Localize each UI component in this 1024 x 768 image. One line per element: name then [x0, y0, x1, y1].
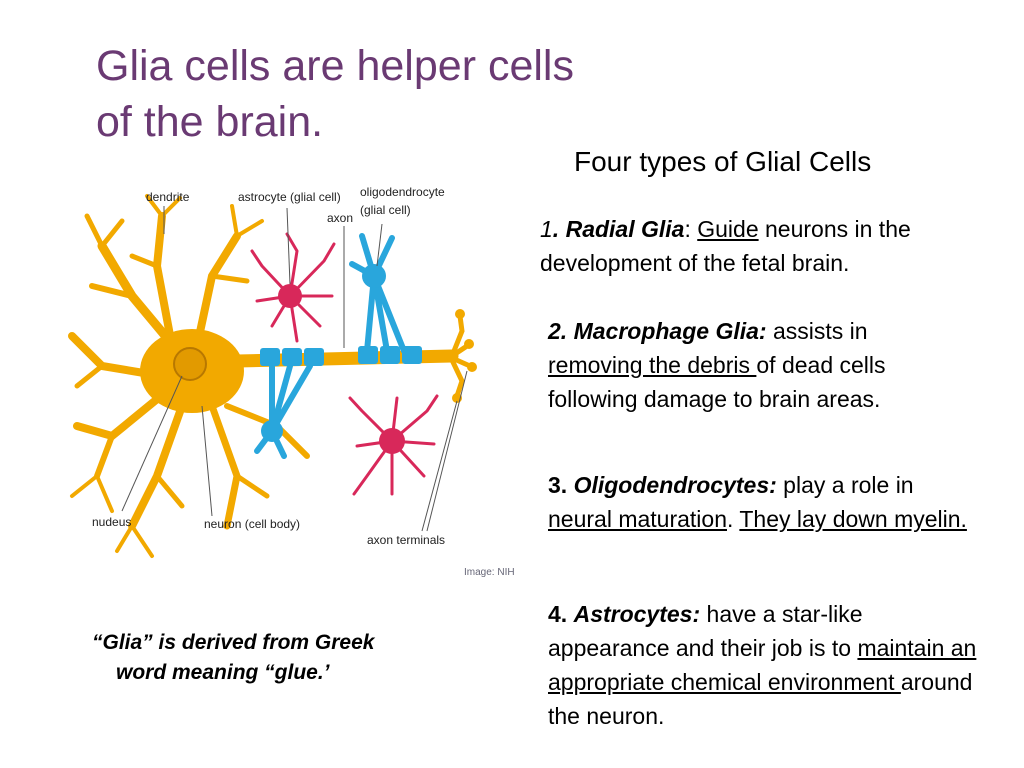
oligodendrocyte-cell [349, 233, 407, 354]
title-line-1: Glia cells are helper cells [96, 42, 574, 90]
title-line-2: of the brain. [96, 98, 324, 146]
astrocyte-cell [250, 232, 336, 343]
item-macrophage-glia: 2. Macrophage Glia: assists in removing … [548, 318, 886, 412]
item-underline-2: They lay down myelin. [739, 506, 967, 532]
item-name: Oligodendrocytes: [573, 472, 777, 498]
item-name: 2. Macrophage Glia: [548, 318, 767, 344]
item-radial-glia: 1. Radial Glia: Guide neurons in the dev… [540, 216, 911, 276]
astrocyte-cell-2 [348, 394, 439, 496]
image-credit: Image: NIH [464, 567, 515, 578]
myelin-sheaths [260, 346, 422, 366]
item-underline: removing the debris [548, 352, 757, 378]
label-oligodendrocyte-2: (glial cell) [360, 203, 411, 217]
item-underline: neural maturation [548, 506, 727, 532]
item-name: Radial Glia [565, 216, 685, 242]
label-axon-terminals: axon terminals [367, 533, 445, 547]
label-axon: axon [327, 211, 353, 225]
item-name: Astrocytes: [573, 601, 701, 627]
item-underline: Guide [697, 216, 759, 242]
oligodendrocyte-cell-2 [254, 363, 313, 459]
neuron-glia-diagram: dendrite astrocyte (glial cell) oligoden… [62, 176, 518, 578]
nucleus [173, 347, 207, 381]
glia-etymology-quote: “Glia” is derived from Greek word meanin… [92, 631, 375, 684]
item-number: 1. Radial Glia [540, 216, 685, 242]
item-astrocytes: 4. Astrocytes: have a star-like appearan… [548, 601, 977, 729]
item-underline: maintain an appropriate chemical environ… [548, 635, 977, 695]
item-oligodendrocytes: 3. Oligodendrocytes: play a role in neur… [548, 472, 967, 532]
slide-title: Glia cells are helper cells of the brain… [96, 38, 716, 150]
label-oligodendrocyte: oligodendrocyte [360, 185, 445, 199]
label-astrocyte: astrocyte (glial cell) [238, 190, 341, 204]
label-neuron: neuron (cell body) [204, 517, 300, 531]
subtitle: Four types of Glial Cells [574, 146, 872, 177]
label-nucleus: nudeus [92, 515, 131, 529]
label-dendrite: dendrite [146, 190, 190, 204]
